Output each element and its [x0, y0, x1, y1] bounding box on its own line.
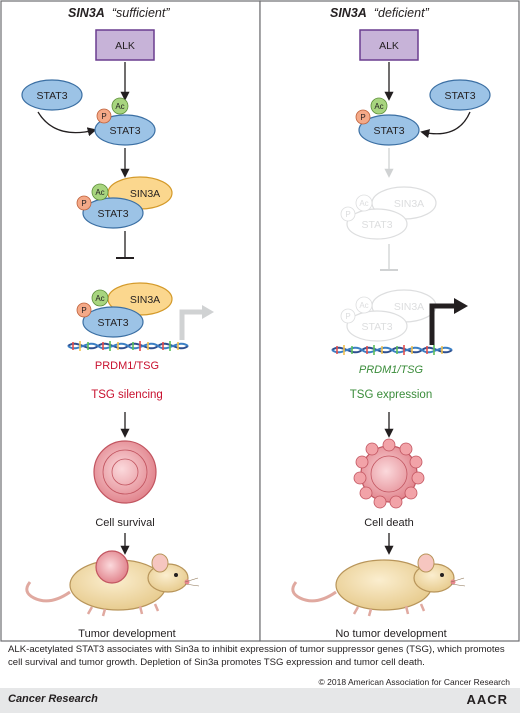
- left-stat3-complex-label-1: STAT3: [97, 208, 128, 220]
- left-p-label-1: P: [101, 112, 106, 121]
- left-title-gene: SIN3A: [68, 6, 105, 20]
- left-free-stat3: [21, 79, 83, 111]
- right-panel: SIN3A “deficient” ALK STAT3 STAT3 Ac P S…: [291, 6, 491, 640]
- right-mouse: [291, 553, 466, 617]
- right-ac-faded-2: Ac: [359, 301, 368, 310]
- left-p-badge-3: [76, 302, 92, 318]
- left-stat3-complex-1: [82, 197, 144, 229]
- journal-name: Cancer Research: [8, 693, 98, 705]
- left-promoter-arrowhead-faded: [202, 305, 214, 319]
- right-ac-label-1: Ac: [374, 102, 383, 111]
- left-ac-label-1: Ac: [115, 102, 124, 111]
- left-p-badge-2: [76, 195, 92, 211]
- left-mouse-with-tumor: [25, 550, 200, 617]
- left-alk-box: [95, 29, 155, 61]
- right-stat3-faded-label-1: STAT3: [361, 219, 392, 231]
- right-curved-arrow: [420, 111, 471, 139]
- left-ac-label-3: Ac: [95, 294, 104, 303]
- right-p-label-1: P: [360, 113, 365, 122]
- left-ac-badge-1: [111, 97, 129, 115]
- right-cell-outcome: Cell death: [364, 517, 414, 529]
- left-p-label-2: P: [81, 199, 86, 208]
- left-stat3-complex-label-2: STAT3: [97, 317, 128, 329]
- right-alk-label: ALK: [379, 40, 399, 52]
- right-title-state: “deficient”: [374, 6, 430, 20]
- right-p-badge-1: [355, 109, 371, 125]
- right-gene-label: PRDM1/TSG: [359, 364, 424, 376]
- left-dna-helix: [67, 341, 189, 351]
- figure-caption: ALK-acetylated STAT3 associates with Sin…: [8, 644, 505, 668]
- left-effect-label: TSG silencing: [91, 389, 163, 401]
- left-alk-label: ALK: [115, 40, 135, 52]
- right-sin3a-label-2: SIN3A: [394, 301, 424, 313]
- left-mouse-outcome: Tumor development: [78, 628, 175, 640]
- right-faded-complex-2: SIN3A STAT3 Ac P: [340, 289, 437, 342]
- right-p-faded-1: P: [345, 210, 350, 219]
- left-promoter-arrow-faded: [179, 309, 204, 340]
- left-stat3-complex-2: [82, 306, 144, 338]
- right-title-gene: SIN3A: [330, 6, 367, 20]
- left-p-label-3: P: [81, 306, 86, 315]
- right-free-stat3-label: STAT3: [444, 90, 475, 102]
- copyright-notice: © 2018 American Association for Cancer R…: [318, 677, 510, 687]
- left-ac-badge-2: [91, 183, 109, 201]
- left-panel: SIN3A “sufficient” ALK STAT3 STAT3 Ac P …: [21, 6, 214, 640]
- right-ac-faded-1: Ac: [359, 199, 368, 208]
- left-title-state: “sufficient”: [112, 6, 170, 20]
- right-dying-cell: [353, 438, 425, 509]
- left-free-stat3-label: STAT3: [36, 90, 67, 102]
- right-ac-badge-1: [370, 97, 388, 115]
- left-mod-stat3-label: STAT3: [109, 125, 140, 137]
- left-mod-stat3: [94, 114, 156, 146]
- left-panel-title: SIN3A “sufficient”: [68, 6, 170, 20]
- left-sin3a-label-2: SIN3A: [130, 294, 160, 306]
- left-tumor-cell: [93, 440, 157, 504]
- right-dna-helix: [331, 345, 453, 355]
- right-effect-label: TSG expression: [350, 389, 432, 401]
- left-ac-label-2: Ac: [95, 188, 104, 197]
- footer-bar: Cancer Research AACR: [0, 688, 520, 713]
- left-sin3a-label-1: SIN3A: [130, 188, 160, 200]
- left-gene-label: PRDM1/TSG: [95, 360, 159, 372]
- right-promoter-arrow: [429, 303, 456, 345]
- right-mod-stat3-label: STAT3: [373, 125, 404, 137]
- right-mouse-outcome: No tumor development: [335, 628, 446, 640]
- left-curved-arrow: [37, 111, 97, 137]
- left-mouse-tumor: [95, 550, 129, 584]
- right-p-faded-2: P: [345, 312, 350, 321]
- right-promoter-arrowhead: [454, 298, 468, 314]
- aacr-logo: AACR: [466, 692, 508, 707]
- right-free-stat3: [429, 79, 491, 111]
- right-sin3a-label-1: SIN3A: [394, 198, 424, 210]
- left-ac-badge-3: [91, 289, 109, 307]
- right-faded-complex-1: SIN3A STAT3 Ac P: [340, 186, 437, 240]
- right-stat3-faded-label-2: STAT3: [361, 321, 392, 333]
- right-panel-title: SIN3A “deficient”: [330, 6, 430, 20]
- right-mod-stat3: [358, 114, 420, 146]
- left-p-badge-1: [96, 108, 112, 124]
- right-alk-box: [359, 29, 419, 61]
- left-cell-outcome: Cell survival: [95, 517, 154, 529]
- diagram-canvas: SIN3A “sufficient” ALK STAT3 STAT3 Ac P …: [0, 0, 520, 642]
